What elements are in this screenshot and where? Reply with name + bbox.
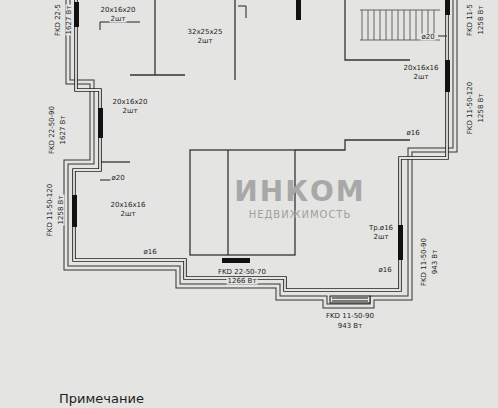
plan-label: 2шт: [373, 234, 390, 241]
plan-label: 32x25x25: [186, 29, 223, 36]
plan-label: 2шт: [413, 74, 430, 81]
radiators: [72, 0, 450, 303]
plan-label: 1627 Вт: [66, 5, 73, 36]
plan-label: 2шт: [197, 38, 214, 45]
plan-label: 1258 Вт: [58, 195, 65, 226]
plan-label: FKD 11-50-120: [47, 183, 54, 237]
plan-label: 943 Вт: [337, 323, 363, 330]
plan-label: FKD 22-5: [55, 3, 62, 37]
plan-label: FKD 11-5: [467, 3, 474, 37]
plan-label: FKD 11-50-90: [325, 313, 375, 320]
plan-label: FKD 11-50-90: [421, 237, 428, 287]
plan-label: 1258 Вт: [478, 5, 485, 36]
plan-label: 2шт: [122, 108, 139, 115]
plan-label: 1627 Вт: [60, 115, 67, 146]
plan-label: 20x16x20: [111, 99, 148, 106]
plan-label: ø20: [110, 175, 125, 182]
plan-label: 20x16x16: [402, 65, 439, 72]
plan-label: 20x16x16: [109, 202, 146, 209]
heating-pipe: [74, 0, 447, 290]
plan-label: 20x16x20: [99, 7, 136, 14]
plan-label: Тр.ø16: [368, 225, 394, 232]
plan-label: ø16: [142, 249, 157, 256]
plan-label: ø20: [420, 34, 435, 41]
watermark: НЕДВИЖИМОСТЬ: [248, 210, 353, 220]
plan-label: FKD 11-50-120: [467, 81, 474, 135]
plan-label: FKD 22-50-90: [49, 105, 56, 155]
plan-label: 2шт: [120, 211, 137, 218]
watermark: ИНКОМ: [233, 178, 366, 206]
walls: [66, 0, 455, 306]
plan-label: ø16: [377, 267, 392, 274]
plan-label: 2шт: [110, 16, 127, 23]
plan-label: ø16: [405, 130, 420, 137]
staircase: [360, 10, 440, 40]
plan-label: 943 Вт: [432, 249, 439, 275]
plan-label: 1258 Вт: [478, 93, 485, 124]
plan-label: 1266 Вт: [227, 278, 258, 285]
note-heading: Примечание: [58, 392, 145, 405]
plan-label: FKD 22-50-70: [217, 269, 267, 276]
